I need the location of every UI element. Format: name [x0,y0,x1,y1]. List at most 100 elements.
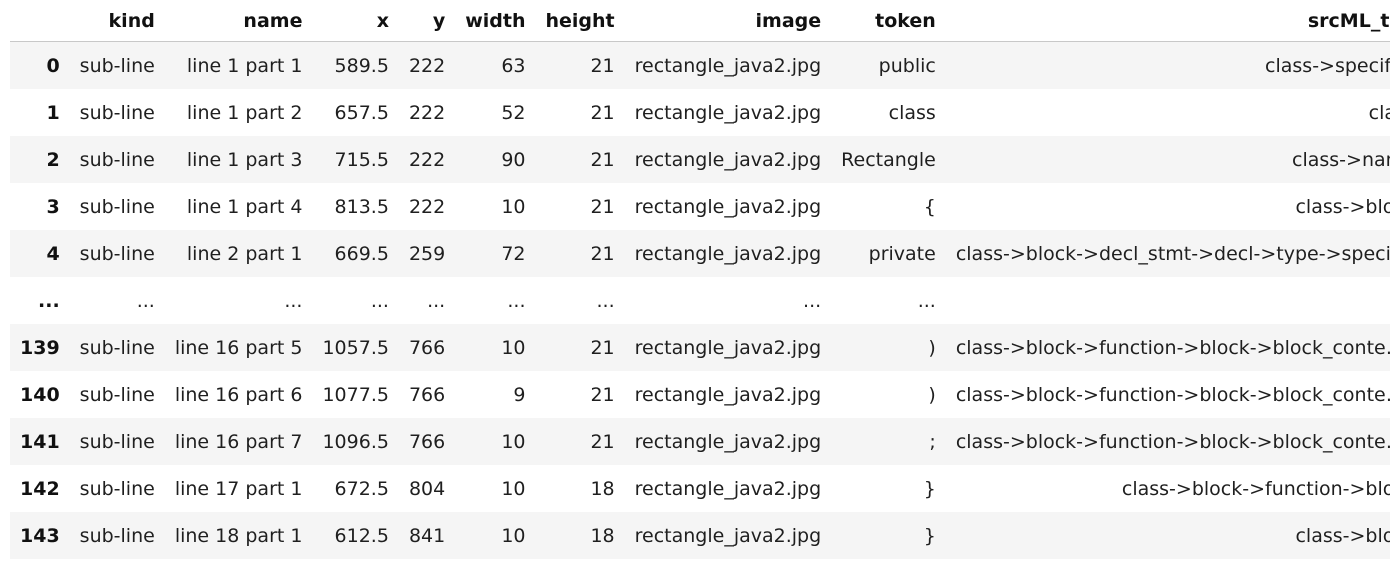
cell-image: ... [803,289,822,312]
column-header-x: x [312,0,399,42]
cell-width: 63 [501,54,526,77]
dataframe-output: kindnamexywidthheightimagetokensrcML_tag… [10,0,1390,559]
cell-width: 52 [501,101,526,124]
cell-kind: sub-line [79,383,155,406]
cell-name: line 18 part 1 [174,524,303,547]
row-index: 2 [46,148,60,171]
cell-height: 21 [590,101,615,124]
cell-y: 766 [408,383,446,406]
cell-y: 222 [408,195,446,218]
cell-token: { [923,195,936,218]
table-row: 3 sub-line line 1 part 4 813.5 222 10 21 rectan… [10,183,1390,230]
cell-y: 841 [408,524,446,547]
cell-srcml-tag: class->specifier [1265,54,1390,77]
cell-kind: sub-line [79,101,155,124]
row-index: 1 [46,101,60,124]
cell-kind: sub-line [79,54,155,77]
cell-y: 766 [408,336,446,359]
row-index: 142 [20,477,60,500]
cell-width: 10 [501,477,526,500]
row-index: 4 [46,242,60,265]
cell-x: 672.5 [334,477,389,500]
cell-name: line 1 part 1 [186,54,303,77]
cell-height: 21 [590,430,615,453]
cell-height: ... [596,289,615,312]
cell-srcml-tag: class->name [1292,148,1390,171]
table-row: .............................. [10,277,1390,324]
column-header-y: y [398,0,456,42]
column-header-image: image [624,0,832,42]
cell-name: line 2 part 1 [186,242,303,265]
cell-width: 9 [513,383,526,406]
row-index: 0 [46,54,60,77]
cell-x: 1096.5 [322,430,389,453]
cell-srcml-tag: class->block->function->block->block_con… [955,430,1390,453]
cell-x: 657.5 [334,101,389,124]
row-index: 141 [20,430,60,453]
cell-y: 804 [408,477,446,500]
cell-kind: ... [136,289,155,312]
column-header-width: width [455,0,536,42]
cell-y: 222 [408,148,446,171]
cell-srcml-tag: ... [946,277,1390,324]
cell-width: ... [507,289,526,312]
cell-image: rectangle_java2.jpg [634,54,822,77]
cell-x: 813.5 [334,195,389,218]
cell-image: rectangle_java2.jpg [634,383,822,406]
cell-width: 10 [501,524,526,547]
cell-x: 612.5 [334,524,389,547]
cell-kind: sub-line [79,477,155,500]
cell-x: 669.5 [334,242,389,265]
cell-width: 10 [501,195,526,218]
cell-x: 589.5 [334,54,389,77]
cell-srcml-tag: class->block [1295,195,1390,218]
cell-token: Rectangle [841,148,936,171]
cell-token: } [923,524,936,547]
cell-kind: sub-line [79,242,155,265]
index-header [10,0,70,42]
cell-height: 18 [590,524,615,547]
cell-srcml-tag: class->block->function->block->block_con… [955,336,1390,359]
cell-srcml-tag: class->block->function->block->block_con… [955,383,1390,406]
row-index: 139 [20,336,60,359]
cell-x: 1077.5 [322,383,389,406]
cell-height: 21 [590,54,615,77]
cell-token: ; [929,430,936,453]
column-header-height: height [535,0,625,42]
row-index: 143 [20,524,60,547]
cell-name: line 16 part 5 [174,336,303,359]
cell-kind: sub-line [79,336,155,359]
cell-token: private [868,242,936,265]
dataframe-table: kindnamexywidthheightimagetokensrcML_tag… [10,0,1390,559]
cell-kind: sub-line [79,524,155,547]
cell-y: 222 [408,54,446,77]
cell-kind: sub-line [79,195,155,218]
cell-image: rectangle_java2.jpg [634,148,822,171]
cell-token: ) [928,336,936,359]
cell-y: 222 [408,101,446,124]
cell-height: 21 [590,242,615,265]
cell-width: 10 [501,430,526,453]
cell-image: rectangle_java2.jpg [634,242,822,265]
cell-width: 90 [501,148,526,171]
row-index: 140 [20,383,60,406]
cell-token: ... [917,289,936,312]
cell-height: 21 [590,336,615,359]
cell-name: line 1 part 3 [186,148,303,171]
row-index: 3 [46,195,60,218]
cell-srcml-tag: class->block->function->block [1121,477,1390,500]
cell-image: rectangle_java2.jpg [634,477,822,500]
cell-token: class [888,101,936,124]
cell-image: rectangle_java2.jpg [634,195,822,218]
cell-height: 21 [590,195,615,218]
cell-token: public [878,54,936,77]
cell-width: 10 [501,336,526,359]
cell-name: line 1 part 4 [186,195,303,218]
